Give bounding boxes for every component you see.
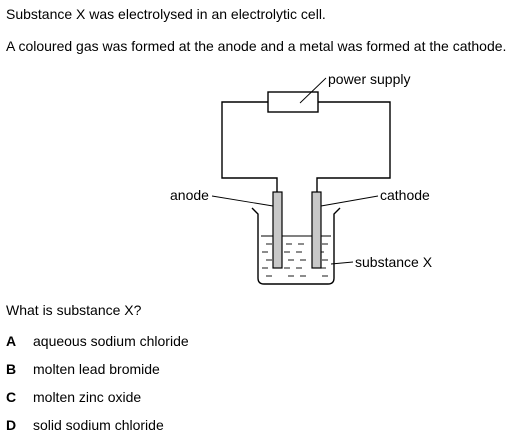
option-letter: B: [6, 361, 17, 377]
cathode-label: cathode: [380, 187, 430, 203]
power-supply-box: [267, 91, 319, 113]
question-text: What is substance X?: [6, 302, 142, 318]
anode-leader: [211, 195, 274, 207]
substance-label: substance X: [355, 254, 433, 270]
option-letter: C: [6, 389, 17, 405]
option-text: molten zinc oxide: [33, 389, 142, 405]
power-supply-leader: [299, 77, 327, 104]
option-letter: A: [6, 333, 17, 349]
circuit-wires: [221, 101, 391, 198]
option-text: molten lead bromide: [33, 361, 160, 377]
cathode-leader: [320, 195, 379, 207]
option-letter: D: [6, 417, 17, 433]
stem-line-1: Substance X was electrolysed in an elect…: [6, 6, 326, 22]
cathode-electrode: [311, 191, 322, 269]
option-text: aqueous sodium chloride: [33, 333, 189, 349]
liquid-dashes: [262, 243, 328, 277]
substance-leader: [330, 261, 354, 265]
anode-label: anode: [170, 187, 209, 203]
power-supply-label: power supply: [328, 71, 411, 87]
anode-electrode: [272, 191, 283, 269]
stem-line-2: A coloured gas was formed at the anode a…: [6, 38, 507, 54]
beaker: [251, 207, 341, 285]
option-text: solid sodium chloride: [33, 417, 164, 433]
